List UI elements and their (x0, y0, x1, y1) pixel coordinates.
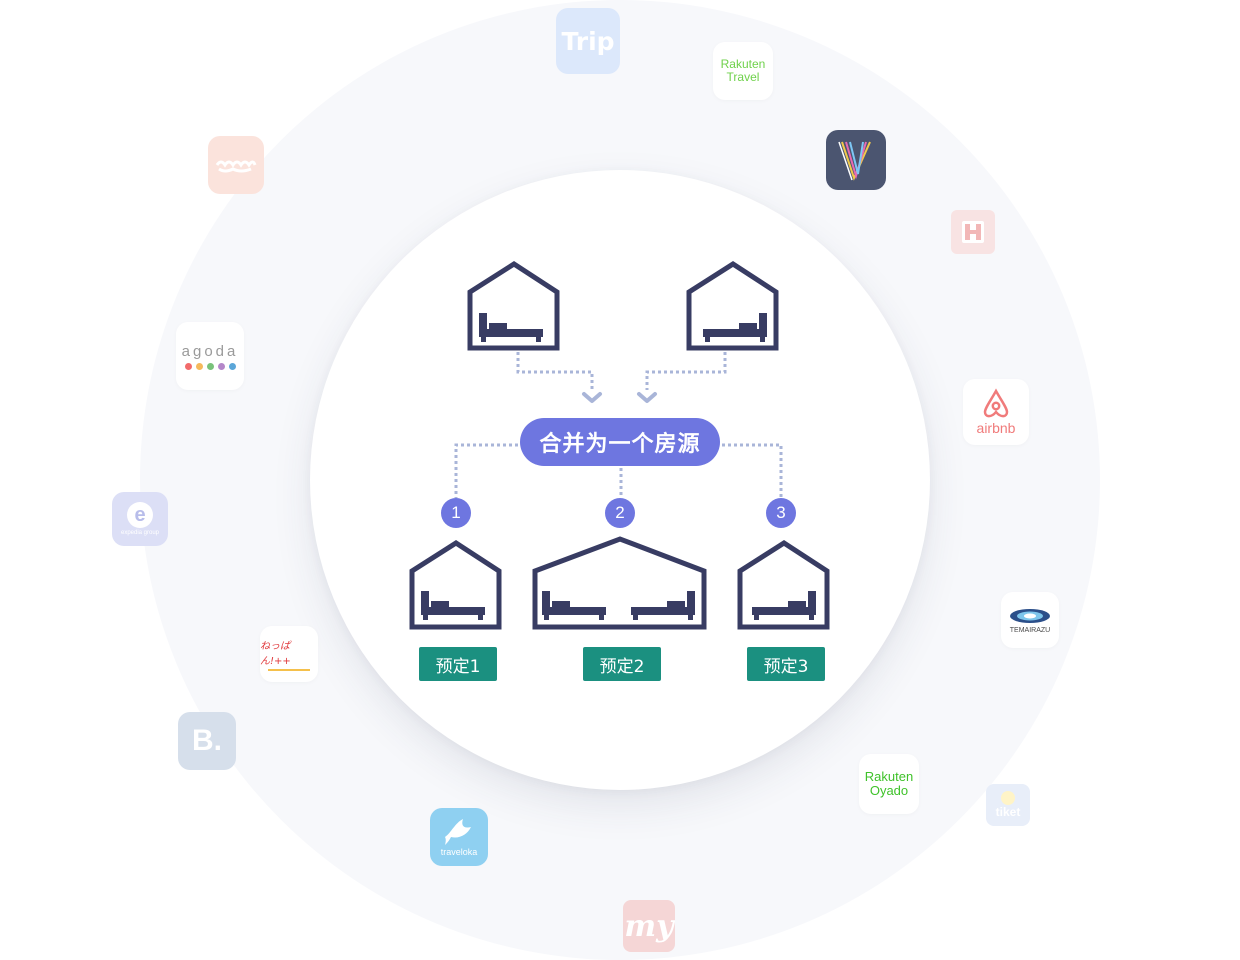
traveloka-bird-icon (445, 819, 471, 845)
booking-house-2 (532, 536, 707, 630)
cloud-icon (215, 160, 257, 173)
booking-tag-2: 预定2 (583, 647, 661, 681)
rakuten-oyado-logo: Rakuten Oyado (859, 754, 919, 814)
temairazu-icon (1010, 608, 1050, 623)
h-logo-icon (962, 221, 984, 243)
booking-house-1 (409, 540, 502, 630)
source-house-1 (467, 261, 560, 351)
airbnb-logo: airbnb (963, 379, 1029, 445)
merge-label: 合并为一个房源 (520, 418, 720, 466)
booking-logo: B. (178, 712, 236, 770)
traveloka-logo: traveloka (430, 808, 488, 866)
arrow-down-icon (582, 392, 602, 403)
neppan-logo: ねっぱん!++ (260, 626, 318, 682)
temairazu-logo: TEMAIRAZU (1001, 592, 1059, 648)
step-badge-2: 2 (605, 498, 635, 528)
neppan-underline (268, 669, 310, 671)
agoda-dots (184, 362, 236, 370)
expedia-logo: e expedia group (112, 492, 168, 546)
booking-tag-1: 预定1 (419, 647, 497, 681)
agoda-logo: agoda (176, 322, 244, 390)
arrow-down-icon (637, 392, 657, 403)
source-house-2 (686, 261, 779, 351)
v-logo (826, 130, 886, 190)
trip-logo: Trip (556, 8, 620, 74)
makemytrip-logo: my (623, 900, 675, 952)
rakuten-travel-logo: Rakuten Travel (713, 42, 773, 100)
merge-connectors (454, 352, 783, 498)
h-logo (951, 210, 995, 254)
tiket-sun-icon (1001, 791, 1015, 805)
expedia-e-icon: e (127, 502, 153, 528)
step-badge-3: 3 (766, 498, 796, 528)
step-badge-1: 1 (441, 498, 471, 528)
v-stripes-icon (838, 141, 871, 181)
booking-house-3 (737, 540, 830, 630)
merge-arrows (582, 392, 657, 403)
tiket-logo: tiket (986, 784, 1030, 826)
airbnb-icon (983, 388, 1009, 418)
cloud-logo (208, 136, 264, 194)
booking-tag-3: 预定3 (747, 647, 825, 681)
